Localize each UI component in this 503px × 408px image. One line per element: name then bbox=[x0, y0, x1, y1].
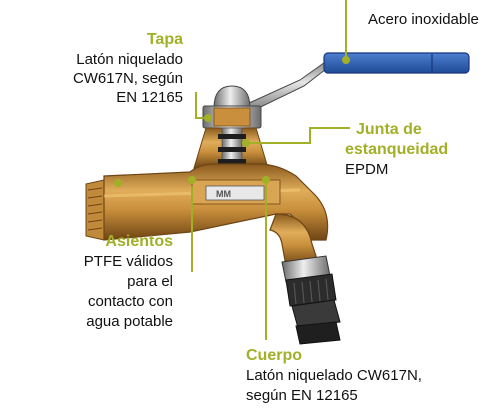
callout-tapa-line-2: CW617N, según bbox=[72, 70, 183, 87]
leader-junta bbox=[246, 127, 350, 144]
cap-assembly bbox=[193, 85, 269, 173]
faucet-body: MM bbox=[85, 163, 329, 267]
callout-junta-title-2: estanqueidad bbox=[345, 141, 449, 158]
callout-tapa-line-1: Latón niquelado bbox=[76, 51, 183, 68]
callout-asientos-title: Asientos bbox=[105, 233, 173, 250]
callout-junta-title-1: Junta de bbox=[356, 121, 422, 138]
leader-dot-inlet bbox=[114, 179, 122, 187]
callout-cuerpo-line-2: según EN 12165 bbox=[246, 387, 358, 404]
leader-dots bbox=[188, 56, 350, 184]
handle-grip bbox=[323, 52, 470, 74]
callout-tapa-line-3: EN 12165 bbox=[116, 89, 183, 106]
callout-asientos-line-3: contacto con bbox=[87, 293, 173, 310]
callout-cuerpo-line-1: Latón niquelado CW617N, bbox=[246, 367, 422, 384]
cap-dome bbox=[213, 85, 251, 109]
callout-asientos-line-4: agua potable bbox=[86, 313, 173, 330]
callout-asientos-line-1: PTFE válidos bbox=[83, 253, 173, 270]
handle bbox=[237, 52, 470, 117]
callout-mango-text: Acero inoxidable bbox=[368, 11, 479, 28]
callout-cuerpo-title: Cuerpo bbox=[246, 347, 302, 364]
callout-tapa-title: Tapa bbox=[146, 31, 183, 48]
callout-junta-body: EPDM bbox=[345, 161, 389, 178]
svg-text:MM: MM bbox=[216, 189, 231, 199]
hose-connector bbox=[281, 255, 341, 345]
callout-asientos-line-2: para el bbox=[127, 273, 173, 290]
